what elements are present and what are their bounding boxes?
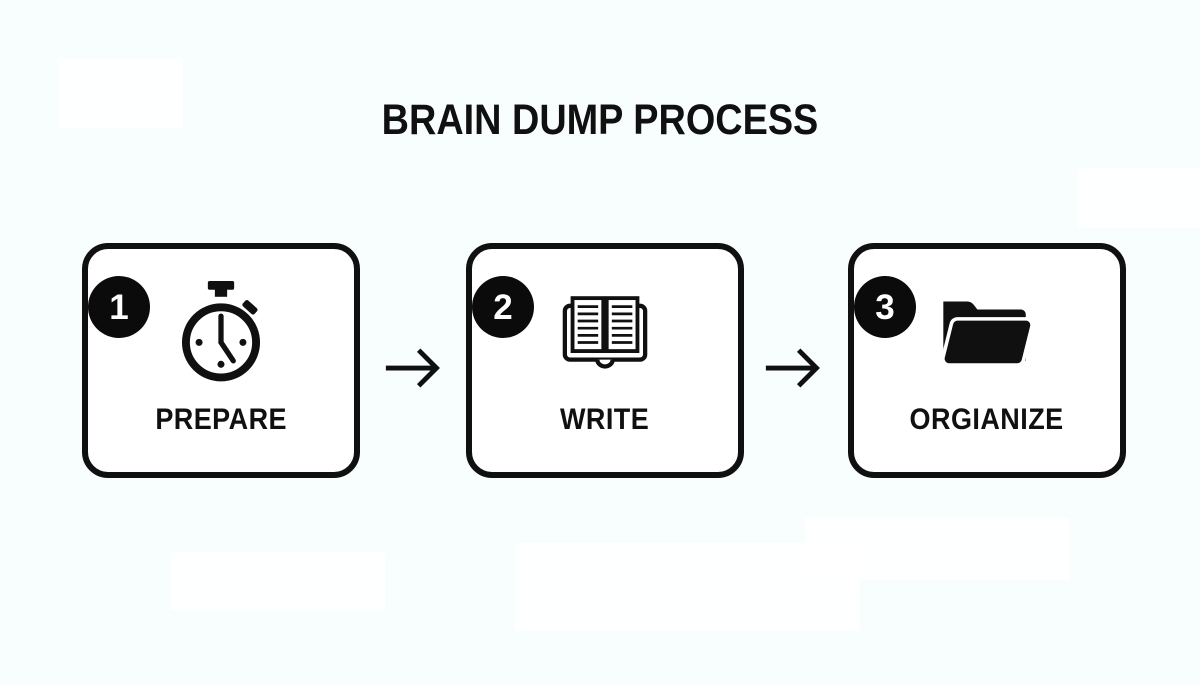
step-number: 1 bbox=[109, 287, 129, 327]
step-number: 2 bbox=[493, 287, 513, 327]
right-arrow-icon bbox=[765, 348, 820, 388]
stopwatch-icon bbox=[177, 273, 265, 395]
step-number: 3 bbox=[875, 287, 895, 327]
arrow-connector bbox=[384, 346, 444, 395]
right-arrow-icon bbox=[385, 348, 440, 388]
arrow-connector bbox=[764, 346, 824, 395]
step-label: ORGIANIZE bbox=[909, 403, 1065, 436]
open-folder-icon bbox=[937, 273, 1037, 395]
step-label: WRITE bbox=[560, 403, 650, 436]
step-box-prepare: 1 PREPARE bbox=[82, 243, 360, 478]
open-book-icon bbox=[557, 273, 653, 395]
step-label: PREPARE bbox=[155, 403, 287, 436]
step-box-organize: 3 ORGIANIZE bbox=[848, 243, 1126, 478]
step-number-badge: 1 bbox=[88, 276, 150, 338]
diagram-title: BRAIN DUMP PROCESS bbox=[381, 96, 819, 144]
step-number-badge: 2 bbox=[472, 276, 534, 338]
background-patch bbox=[170, 552, 385, 610]
background-patch bbox=[515, 543, 860, 631]
background-patch bbox=[58, 58, 183, 128]
step-box-write: 2 WRITE bbox=[466, 243, 744, 478]
background-patch bbox=[805, 518, 1070, 580]
background-patch bbox=[1078, 168, 1200, 228]
step-number-badge: 3 bbox=[854, 276, 916, 338]
